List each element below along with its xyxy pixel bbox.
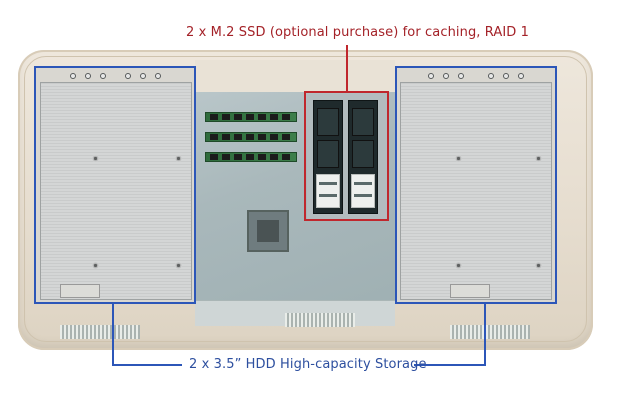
ssd-2-barcode-2 — [354, 194, 372, 197]
ssd-caption: 2 x M.2 SSD (optional purchase) for cach… — [186, 25, 530, 40]
ram-chips-1 — [210, 114, 292, 120]
right-tray-tab — [458, 73, 464, 79]
ssd-1-barcode — [319, 182, 337, 185]
ram-chips-3 — [210, 154, 292, 160]
ssd-1-barcode-2 — [319, 194, 337, 197]
left-tray-tab — [140, 73, 146, 79]
hdd-leader-left-vertical — [112, 304, 114, 366]
left-tray-screw — [175, 155, 182, 162]
cpu-core — [257, 220, 279, 242]
left-tray-screw — [92, 155, 99, 162]
right-hdd-tray — [400, 82, 552, 300]
left-tray-tab — [100, 73, 106, 79]
ram-chips-2 — [210, 134, 292, 140]
left-tray-screw — [92, 262, 99, 269]
right-tray-screw — [455, 155, 462, 162]
ssd-1-flash — [317, 140, 339, 168]
left-tray-tab — [155, 73, 161, 79]
right-tray-tab — [518, 73, 524, 79]
left-tray-handle — [60, 284, 100, 298]
left-tray-tab — [125, 73, 131, 79]
right-tray-screw — [535, 155, 542, 162]
right-tray-screw — [535, 262, 542, 269]
chassis-rim — [24, 56, 587, 342]
right-tray-handle — [450, 284, 490, 298]
left-tray-tab — [85, 73, 91, 79]
left-hdd-tray — [40, 82, 192, 300]
board-top-panel — [195, 60, 395, 94]
left-tray-tab — [70, 73, 76, 79]
ssd-1-sticker — [316, 174, 340, 208]
ssd-2-flash — [352, 140, 374, 168]
hdd-caption: 2 x 3.5” HDD High-capacity Storage — [189, 357, 427, 372]
left-tray-screw — [175, 262, 182, 269]
right-tray-tab — [428, 73, 434, 79]
ssd-leader-line — [346, 45, 348, 92]
ssd-2-sticker — [351, 174, 375, 208]
right-tray-tab — [488, 73, 494, 79]
ssd-2-controller — [352, 108, 374, 136]
right-tray-screw — [455, 262, 462, 269]
right-connector-pins — [450, 325, 530, 339]
hdd-leader-right-horizontal — [414, 364, 486, 366]
ssd-2-barcode — [354, 182, 372, 185]
connector-pins — [285, 313, 355, 327]
right-tray-tab — [503, 73, 509, 79]
right-hdd-highlight-box — [395, 66, 557, 304]
hdd-leader-right-vertical — [484, 304, 486, 366]
ssd-1-controller — [317, 108, 339, 136]
ssd-highlight-box — [304, 91, 389, 221]
left-connector-pins — [60, 325, 140, 339]
left-hdd-highlight-box — [34, 66, 196, 304]
hdd-leader-left-horizontal — [112, 364, 182, 366]
right-tray-tab — [443, 73, 449, 79]
